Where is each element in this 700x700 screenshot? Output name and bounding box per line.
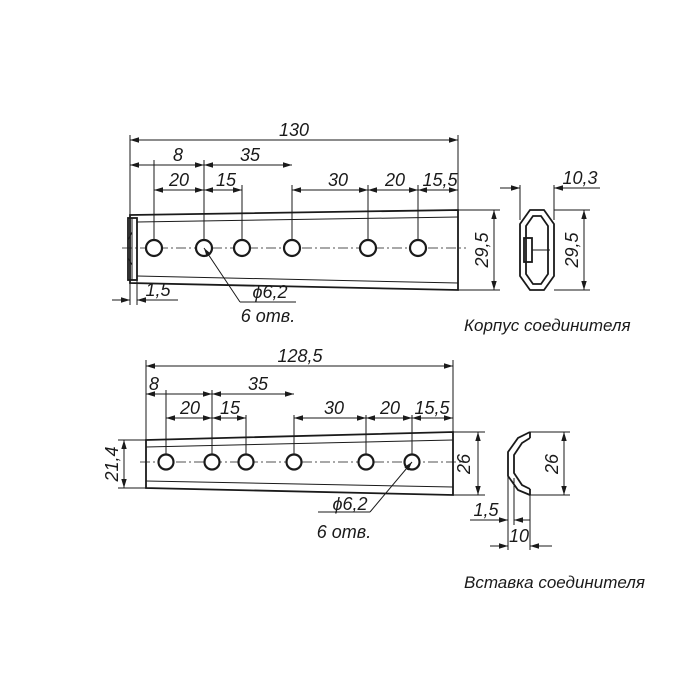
insert-dim-8: 8 — [149, 374, 159, 394]
insert-dim-hole-count: 6 отв. — [317, 522, 371, 542]
insert-hole — [285, 453, 303, 471]
body-dim-profile-width: 10,3 — [562, 168, 597, 188]
body-hole — [232, 238, 252, 258]
body-dim-15-5: 15,5 — [422, 170, 458, 190]
insert-dim-20a: 20 — [179, 398, 200, 418]
insert-dim-profile-height: 26 — [542, 453, 562, 475]
insert-part-caption: Вставка соединителя — [464, 573, 645, 592]
insert-dim-hole-dia: ϕ6,2 — [332, 494, 367, 514]
insert-dim-128-5: 128,5 — [277, 346, 323, 366]
insert-dim-35: 35 — [248, 374, 269, 394]
body-dim-hole-dia: ϕ6,2 — [252, 282, 287, 302]
body-dim-130: 130 — [279, 120, 309, 140]
insert-dim-profile-thickness: 1,5 — [473, 500, 499, 520]
body-profile-view — [500, 185, 600, 291]
body-dim-8: 8 — [173, 145, 183, 165]
insert-part-drawing: 128,5 8 35 20 15 30 20 15,5 21,4 26 ϕ6,2… — [102, 346, 645, 592]
body-hole — [358, 238, 378, 258]
insert-dim-20b: 20 — [379, 398, 400, 418]
insert-dim-15: 15 — [220, 398, 241, 418]
insert-hole — [157, 453, 175, 471]
body-dim-20b: 20 — [384, 170, 405, 190]
body-dim-15: 15 — [216, 170, 237, 190]
body-dimension-lines — [112, 137, 497, 303]
body-hole — [408, 238, 428, 258]
insert-dim-15-5: 15,5 — [414, 398, 450, 418]
insert-profile-view — [470, 431, 570, 550]
insert-dim-left-height: 21,4 — [102, 446, 122, 482]
insert-extension-lines — [118, 360, 485, 496]
body-dim-profile-height: 29,5 — [562, 232, 582, 269]
body-dim-end-offset: 1,5 — [145, 280, 171, 300]
body-dim-height: 29,5 — [472, 232, 492, 269]
body-hole — [144, 238, 164, 258]
body-part-caption: Корпус соединителя — [464, 316, 631, 335]
insert-dimension-lines — [121, 363, 481, 513]
insert-dim-height: 26 — [454, 453, 474, 475]
insert-dim-profile-width: 10 — [509, 526, 529, 546]
insert-hole — [203, 453, 221, 471]
insert-hole — [357, 453, 375, 471]
insert-hole — [237, 453, 255, 471]
body-dim-20a: 20 — [168, 170, 189, 190]
body-hole — [282, 238, 302, 258]
insert-dim-30: 30 — [324, 398, 344, 418]
body-dim-hole-count: 6 отв. — [241, 306, 295, 326]
body-dim-30: 30 — [328, 170, 348, 190]
body-dim-35: 35 — [240, 145, 261, 165]
body-part-drawing: 130 8 35 20 15 30 20 15,5 29,5 1,5 ϕ6,2 … — [112, 120, 631, 335]
